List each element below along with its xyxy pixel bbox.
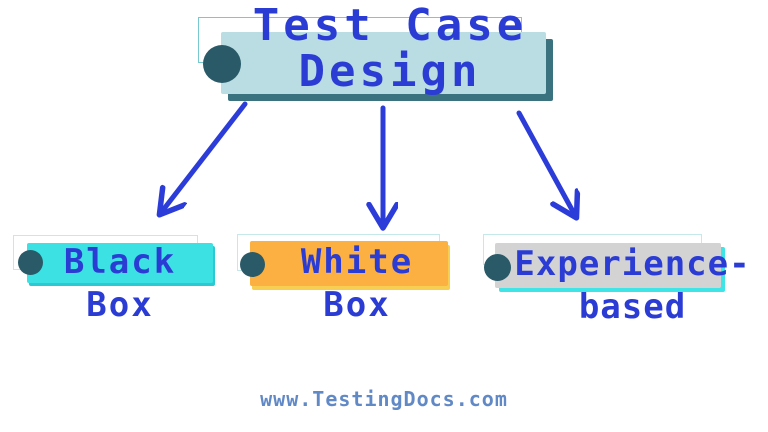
branch-label-line1: White	[300, 242, 414, 282]
branch-node-label: White Box	[255, 241, 459, 327]
branch-label-line2: Box	[323, 285, 391, 325]
branch-label-line2: Box	[86, 285, 154, 325]
watermark-text: www.TestingDocs.com	[260, 387, 508, 411]
bullet-dot	[484, 254, 511, 281]
bullet-dot	[203, 45, 241, 83]
branch-label-line1: Black	[63, 242, 177, 282]
highlight-box	[250, 241, 448, 286]
branch-label-line1: Experience-	[514, 244, 751, 284]
arrow-to-black-box	[160, 101, 248, 214]
arrow-to-experience-based	[516, 110, 576, 217]
bullet-dot	[240, 252, 265, 277]
root-label-line1: Test Case	[252, 0, 528, 51]
highlight-box	[27, 243, 213, 283]
branch-node-label: Experience- based	[500, 243, 765, 329]
root-label-line2: Design	[298, 46, 482, 97]
branch-node-label: Black Box	[18, 241, 222, 327]
branch-label-line2: based	[578, 287, 687, 327]
highlight-box	[495, 243, 721, 288]
highlight-box	[221, 32, 546, 94]
root-node-label: Test Case Design	[195, 3, 585, 95]
bullet-dot	[18, 250, 43, 275]
